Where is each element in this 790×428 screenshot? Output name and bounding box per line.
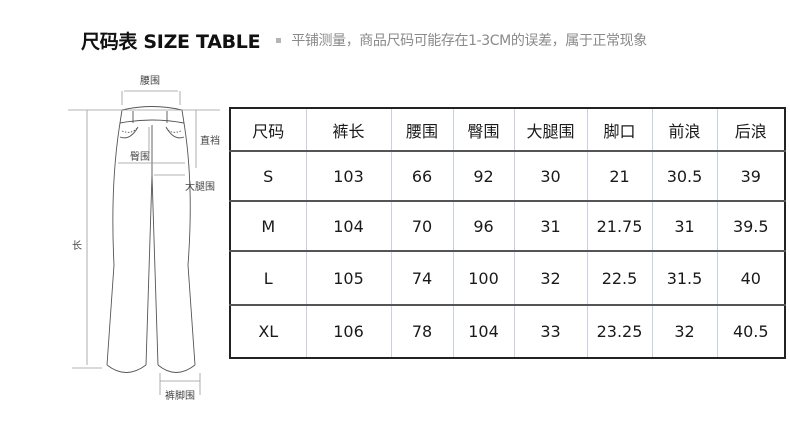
- cell: 40: [716, 250, 786, 306]
- header-hem: 脚口: [586, 107, 653, 152]
- cell: 31: [651, 200, 718, 252]
- label-waist: 腰围: [140, 76, 160, 87]
- pants-outline-icon: [68, 90, 220, 395]
- cell: 21.75: [586, 200, 653, 252]
- header-thigh: 大腿围: [513, 107, 588, 152]
- cell: 33: [513, 304, 588, 359]
- label-thigh: 大腿围: [185, 182, 215, 193]
- label-hem: 裤脚围: [165, 391, 195, 402]
- table-row: XL 106 78 104 33 23.25 32 40.5: [229, 304, 786, 359]
- cell: 106: [305, 304, 392, 359]
- measurement-note: 平铺测量，商品尺码可能存在1-3CM的误差，属于正常现象: [291, 33, 647, 49]
- square-bullet-icon: [276, 37, 282, 43]
- page-header: 尺码表 SIZE TABLE 平铺测量，商品尺码可能存在1-3CM的误差，属于正…: [81, 27, 647, 53]
- pants-diagram: 腰围 臀围 直裆 大腿围 长 裤脚围: [60, 65, 230, 410]
- table-row: L 105 74 100 32 22.5 31.5 40: [229, 250, 786, 306]
- cell: 92: [452, 150, 515, 202]
- cell: M: [229, 200, 307, 252]
- table-row: M 104 70 96 31 21.75 31 39.5: [229, 200, 786, 252]
- cell: 32: [651, 304, 718, 359]
- size-table: 尺码 裤长 腰围 臀围 大腿围 脚口 前浪 后浪 S 103 66 92 30 …: [229, 107, 786, 359]
- cell: 39: [716, 150, 786, 202]
- table-header-row: 尺码 裤长 腰围 臀围 大腿围 脚口 前浪 后浪: [229, 107, 786, 152]
- cell: 21: [586, 150, 653, 202]
- cell: 39.5: [716, 200, 786, 252]
- cell: 103: [305, 150, 392, 202]
- label-length: 长: [72, 241, 82, 252]
- cell: S: [229, 150, 307, 202]
- cell: 74: [390, 250, 454, 306]
- cell: 66: [390, 150, 454, 202]
- cell: 32: [513, 250, 588, 306]
- cell: 70: [390, 200, 454, 252]
- cell: 30: [513, 150, 588, 202]
- cell: 31.5: [651, 250, 718, 306]
- label-hip: 臀围: [130, 152, 150, 163]
- cell: 31: [513, 200, 588, 252]
- label-rise: 直裆: [200, 136, 220, 147]
- header-hip: 臀围: [452, 107, 515, 152]
- cell: 23.25: [586, 304, 653, 359]
- cell: XL: [229, 304, 307, 359]
- cell: 96: [452, 200, 515, 252]
- cell: 104: [452, 304, 515, 359]
- cell: L: [229, 250, 307, 306]
- header-waist: 腰围: [390, 107, 454, 152]
- header-front-rise: 前浪: [651, 107, 718, 152]
- cell: 30.5: [651, 150, 718, 202]
- header-length: 裤长: [305, 107, 392, 152]
- cell: 104: [305, 200, 392, 252]
- cell: 100: [452, 250, 515, 306]
- cell: 22.5: [586, 250, 653, 306]
- cell: 78: [390, 304, 454, 359]
- header-back-rise: 后浪: [716, 107, 786, 152]
- cell: 40.5: [716, 304, 786, 359]
- cell: 105: [305, 250, 392, 306]
- table-row: S 103 66 92 30 21 30.5 39: [229, 150, 786, 202]
- header-size: 尺码: [229, 107, 307, 152]
- page-title: 尺码表 SIZE TABLE: [81, 30, 261, 53]
